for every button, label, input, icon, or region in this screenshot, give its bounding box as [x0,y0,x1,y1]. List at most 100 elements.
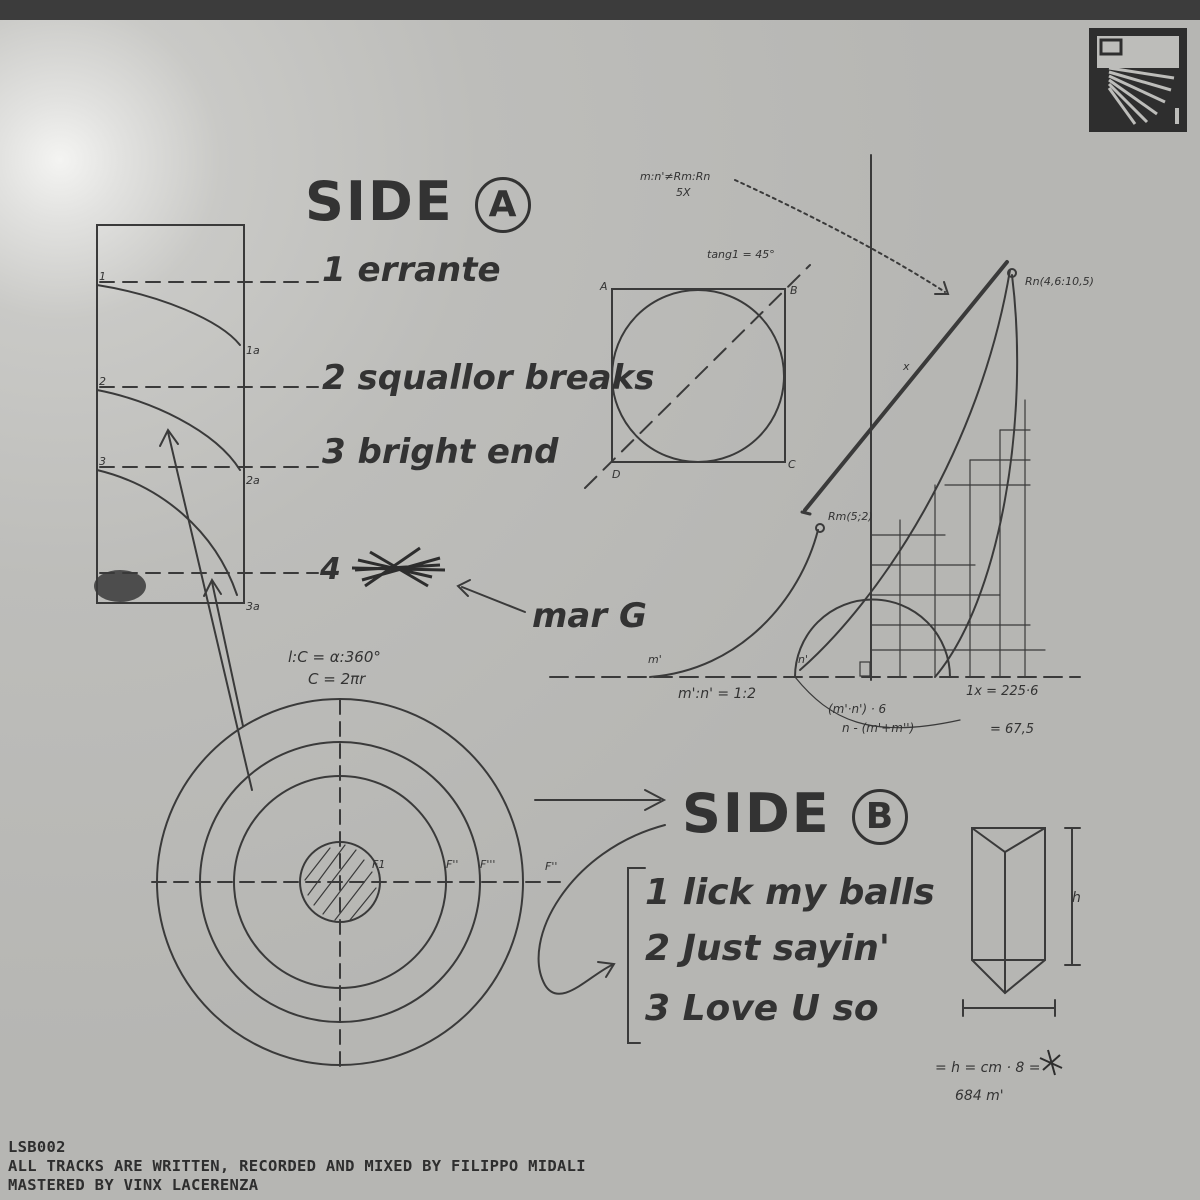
arrow-head-2 [203,577,222,597]
track-title: Just sayin' [682,928,890,969]
marg-arrow-line [461,586,526,613]
side-b-arrow-head [644,789,667,811]
side-b-heading: SIDE B [682,782,908,846]
track-number: 4 [320,552,341,587]
rm-point-label: Rm(5;2) [828,510,873,523]
top-bar [0,0,1200,20]
curve-rn-2 [934,274,1019,678]
formula-arrow-head [934,281,950,295]
scribbled-out-track [351,546,446,588]
rect-arc-1 [96,284,241,346]
track-number: 3 [322,432,346,472]
point-rn [1007,268,1017,278]
side-a-track-3: 3 bright end [322,432,559,472]
right-angle [859,661,871,677]
marg-arrow-head [456,579,471,597]
disc-f2: F'' [446,858,458,871]
credits-line-1: ALL TRACKS ARE WRITTEN, RECORDED AND MIX… [8,1157,586,1175]
formula-arrow [734,179,946,293]
square-a: A [599,280,608,293]
prism-h-label: h [1072,890,1081,906]
circle-formula: l:C = α:360° [288,648,381,666]
side-a-track-1: 1 errante [322,250,501,290]
prism-top [971,827,1046,854]
side-a-track-4: 4 [320,552,341,587]
rect-3: 3 [99,455,106,468]
side-a-title: SIDE [305,170,454,233]
side-b-curve-arrow [537,824,666,995]
brace-curve [794,676,961,729]
prism-scribble [1039,1049,1063,1076]
side-b-title: SIDE [682,782,831,845]
disc-f4: F'' [545,860,557,873]
square-c: C [788,458,796,471]
scribble-note: mar G [532,596,647,636]
curve-rn [799,269,1011,671]
label-hatching [304,844,377,921]
side-b-bracket [627,867,646,1044]
m-label: m' [648,653,662,666]
n-label: n' [798,653,808,666]
track-number: 3 [645,988,671,1029]
credits-block: LSB002 ALL TRACKS ARE WRITTEN, RECORDED … [8,1138,586,1195]
side-a-rectangle [96,224,245,604]
rect-1a: 1a [246,344,260,357]
formula-top: m:n'≠Rm:Rn [640,170,710,183]
side-b-letter: B [851,789,908,846]
point-rm [815,523,825,533]
track-number: 2 [322,358,346,398]
arrow-line-2 [211,581,244,727]
side-a-track-2: 2 squallor breaks [322,358,654,398]
one-x-label: 1x = 225·6 [966,684,1038,699]
label-logo-icon [1089,28,1187,132]
side-a-heading: SIDE A [305,170,531,234]
grid [870,399,1046,678]
disc-f3: F''' [480,858,495,871]
arrow-head-1 [159,428,179,447]
rn-point-label: Rn(4,6:10,5) [1025,275,1094,288]
track-title: Love U so [682,988,879,1029]
half-circle [794,598,951,678]
tang-label: tang1 = 45° [707,248,775,261]
track-number: 1 [645,872,671,913]
prism-result: 684 m' [955,1088,1004,1104]
circle-formula-2: C = 2πr [308,670,366,688]
square-d: D [612,468,620,481]
rect-2a: 2a [246,474,260,487]
fraction-bottom: n - (m'+m'') [842,721,914,735]
track-title: bright end [357,432,559,472]
square-diagonal [584,264,811,489]
catalog-number: LSB002 [8,1138,66,1156]
credits-line-2: MASTERED BY VINX LACERENZA [8,1176,259,1194]
side-b-track-2: 2 Just sayin' [645,928,890,969]
hatched-blob-rect [94,570,146,602]
side-b-curve-head [597,961,616,978]
rect-arc-2 [96,389,241,471]
track-number: 2 [645,928,671,969]
x-label: x [902,360,910,373]
side-b-track-3: 3 Love U so [645,988,879,1029]
one-x-sub: = 67,5 [990,722,1034,737]
rect-1: 1 [99,270,106,283]
track-number: 1 [322,250,346,290]
side-b-track-1: 1 lick my balls [645,872,935,913]
track-title: squallor breaks [357,358,655,398]
rect-2: 2 [99,375,106,388]
curve-rm [649,529,819,678]
track-title: lick my balls [682,872,935,913]
ratio-label: m':n' = 1:2 [678,686,756,702]
disc-f1: F1 [372,858,385,871]
rect-3a: 3a [246,600,260,613]
prism-outline [971,827,1046,995]
inscribed-circle [611,289,785,463]
track-title: errante [357,250,501,290]
side-a-letter: A [474,177,531,234]
arrow-line-1 [167,431,253,791]
square-b: B [790,284,798,297]
formula-top-sub: 5X [676,186,691,199]
x-line [803,260,1009,512]
prism-formula: = h = cm · 8 = [935,1060,1040,1076]
fraction-top: (m'·n') · 6 [828,702,887,716]
